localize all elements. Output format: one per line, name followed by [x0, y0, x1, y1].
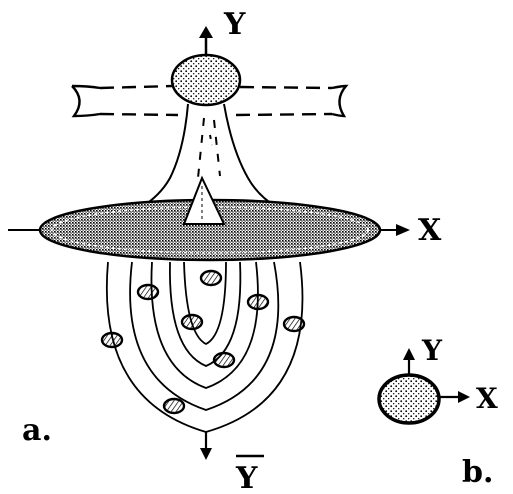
bead	[246, 293, 270, 311]
panel-label-a: a.	[22, 413, 52, 448]
label-y-bar: Y	[235, 461, 258, 494]
bead	[199, 269, 223, 287]
bead	[282, 315, 306, 333]
panel-label-b: b.	[462, 455, 493, 490]
beads	[100, 269, 306, 415]
label-x-main: X	[418, 213, 442, 248]
small-circle	[377, 373, 441, 425]
small-y-arrow	[403, 348, 415, 375]
bead	[180, 313, 204, 331]
top-circle	[170, 53, 242, 107]
small-x-arrow	[440, 391, 470, 403]
label-small-y: Y	[421, 334, 443, 367]
bead	[162, 397, 186, 415]
label-small-x: X	[476, 382, 498, 415]
bead	[212, 351, 236, 369]
y-axis-arrow	[199, 26, 213, 54]
y-bar-arrow	[200, 432, 212, 460]
bead	[100, 331, 124, 349]
horizontal-band	[71, 84, 349, 118]
large-disc	[38, 175, 382, 262]
stem	[139, 103, 279, 209]
field-lines	[106, 261, 304, 433]
label-y-top: Y	[223, 7, 246, 42]
bead	[136, 283, 160, 301]
